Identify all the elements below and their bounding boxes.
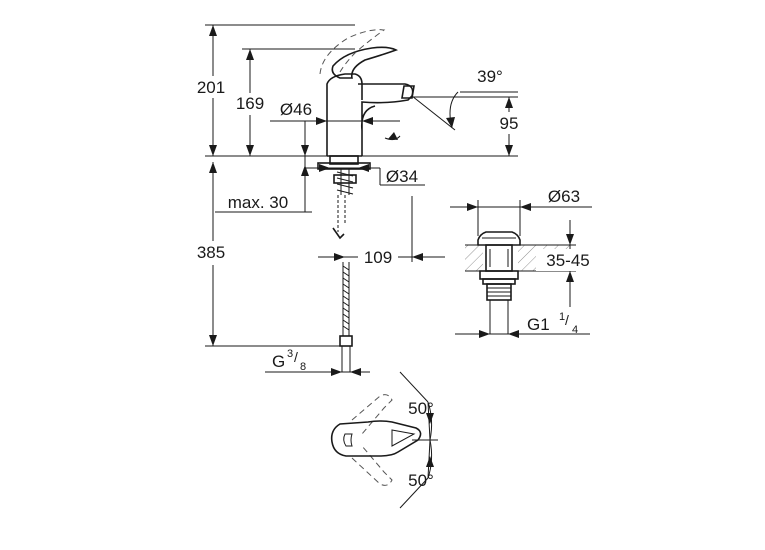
dim-spout-height: 169 <box>229 48 355 156</box>
dim-g38-main: G <box>272 352 285 371</box>
dim-waste-thread: G1 1 / 4 <box>455 311 590 338</box>
dim-body-diameter: Ø46 <box>270 100 400 156</box>
dim-lever-down-label: 50° <box>408 471 434 490</box>
dim-39-label: 39° <box>477 67 503 86</box>
dim-g114-sub: 4 <box>572 324 578 336</box>
dim-spout-angle: 39° <box>384 67 518 141</box>
dim-g38-sub: 8 <box>300 361 306 373</box>
dim-63-label: Ø63 <box>548 187 580 206</box>
dim-109-label: 109 <box>364 248 392 267</box>
dim-max30-label: max. 30 <box>228 193 288 212</box>
dim-outlet-height: 95 <box>412 96 528 156</box>
dim-base-diameter: Ø34 <box>305 164 425 186</box>
dim-connection-thread: G 3 / 8 <box>265 348 370 376</box>
dim-169-label: 169 <box>236 94 264 113</box>
dim-35-45-label: 35-45 <box>546 251 589 270</box>
dim-waste-diameter: Ø63 <box>450 187 592 236</box>
dim-201-label: 201 <box>197 78 225 97</box>
dim-34-label: Ø34 <box>386 167 418 186</box>
dim-g38-slash: / <box>294 349 298 365</box>
dim-g114-sup: 1 <box>559 311 565 323</box>
dim-46-label: Ø46 <box>280 100 312 119</box>
dim-lever-up-label: 50° <box>408 399 434 418</box>
dim-g38-sup: 3 <box>287 348 293 360</box>
dim-waste-range: 35-45 <box>536 220 602 307</box>
dim-g114-main: G1 <box>527 315 550 334</box>
dim-g114-slash: / <box>565 312 569 328</box>
dim-385-label: 385 <box>197 243 225 262</box>
dim-95-label: 95 <box>500 114 519 133</box>
dim-counter-thickness: max. 30 <box>215 145 312 213</box>
dim-hose-length: 385 <box>190 162 345 347</box>
faucet-top-view: 50° 50° <box>330 371 438 509</box>
dim-spout-reach: 109 <box>318 196 445 268</box>
dim-total-height: 201 <box>190 24 355 156</box>
supply-hoses <box>332 195 353 372</box>
faucet-side-view <box>317 29 415 195</box>
